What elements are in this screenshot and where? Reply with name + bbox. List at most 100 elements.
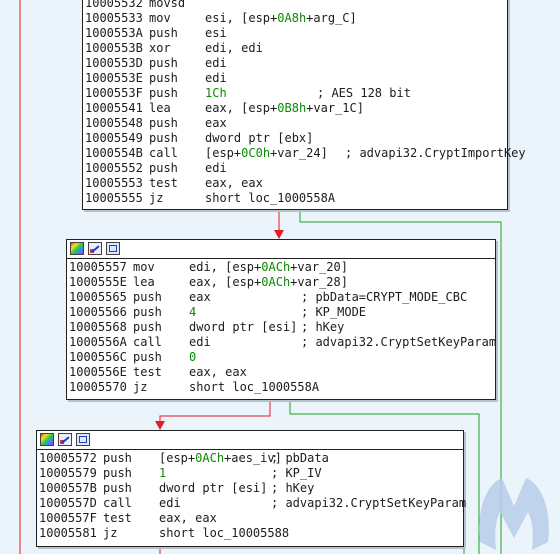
instruction-mnemonic: movsd bbox=[149, 0, 186, 10]
edge-true-block1[interactable] bbox=[299, 209, 502, 554]
instruction-operand[interactable]: eax, [esp+0B8h+var_1C] bbox=[205, 101, 364, 115]
instruction-operand[interactable]: eax bbox=[205, 116, 227, 130]
instruction-address: 1000556E bbox=[69, 365, 127, 379]
instruction-address: 1000555E bbox=[69, 275, 127, 289]
instruction-operand[interactable]: 4 bbox=[189, 305, 197, 319]
instruction-operand[interactable]: eax, eax bbox=[159, 511, 217, 525]
instruction-operand[interactable]: esi bbox=[205, 26, 227, 40]
instruction-operand[interactable]: [esp+0C0h+var_24] bbox=[205, 146, 328, 160]
instruction-mnemonic: test bbox=[103, 511, 132, 525]
instruction-address: 1000557D bbox=[39, 496, 97, 510]
instruction-operand[interactable]: short loc_10005588 bbox=[159, 526, 290, 540]
instruction-mnemonic: mov bbox=[149, 11, 171, 25]
instruction-operand[interactable]: esi, [esp+0A8h+arg_C] bbox=[205, 11, 357, 25]
instruction-mnemonic: test bbox=[149, 176, 178, 190]
instruction-mnemonic: push bbox=[149, 26, 178, 40]
instruction-address: 10005572 bbox=[39, 451, 97, 465]
instruction-mnemonic: push bbox=[103, 481, 132, 495]
instruction-address: 10005553 bbox=[85, 176, 143, 190]
color-palette-icon[interactable] bbox=[70, 242, 84, 255]
instruction-mnemonic: lea bbox=[133, 275, 155, 289]
instruction-address: 10005548 bbox=[85, 116, 143, 130]
rename-pencil-icon[interactable] bbox=[58, 433, 72, 446]
graph-overview-icon[interactable] bbox=[106, 242, 120, 255]
rename-pencil-icon[interactable] bbox=[88, 242, 102, 255]
instruction-comment: ; advapi32.CryptSetKeyParam bbox=[271, 496, 467, 510]
instruction-address: 10005552 bbox=[85, 161, 143, 175]
instruction-operand[interactable]: eax, eax bbox=[205, 176, 263, 190]
instruction-operand[interactable]: edi bbox=[205, 161, 227, 175]
instruction-operand[interactable]: eax, eax bbox=[189, 365, 247, 379]
instruction-operand[interactable]: short loc_1000558A bbox=[189, 380, 320, 394]
instruction-operand[interactable]: dword ptr [esi] bbox=[159, 481, 268, 495]
instruction-operand[interactable]: dword ptr [ebx] bbox=[205, 131, 314, 145]
instruction-operand[interactable]: short loc_1000558A bbox=[205, 191, 336, 205]
instruction-mnemonic: push bbox=[149, 86, 178, 100]
instruction-operand[interactable]: 1 bbox=[159, 466, 167, 480]
instruction-row[interactable]: 1000555E lea eax, [esp+0ACh+var_28] bbox=[67, 275, 495, 290]
instruction-comment: ; AES 128 bit bbox=[317, 86, 411, 100]
instruction-operand[interactable]: 1Ch bbox=[205, 86, 227, 100]
instruction-operand[interactable]: edi bbox=[205, 56, 227, 70]
arrow-head-block2 bbox=[274, 230, 284, 239]
instruction-comment: ; pbData=CRYPT_MODE_CBC bbox=[301, 290, 468, 304]
instruction-operand[interactable]: edi bbox=[189, 335, 211, 349]
instruction-address: 10005581 bbox=[39, 526, 97, 540]
edge-true-block2[interactable] bbox=[289, 399, 480, 554]
color-palette-icon[interactable] bbox=[40, 433, 54, 446]
instruction-row[interactable]: 10005553 test eax, eax bbox=[83, 176, 507, 191]
instruction-operand[interactable]: edi bbox=[159, 496, 181, 510]
instruction-address: 10005565 bbox=[69, 290, 127, 304]
instruction-address: 1000553E bbox=[85, 71, 143, 85]
arrow-head-block3 bbox=[155, 421, 165, 430]
instruction-mnemonic: push bbox=[133, 305, 162, 319]
instruction-mnemonic: push bbox=[103, 466, 132, 480]
instruction-operand[interactable]: [esp+0ACh+aes_iv] bbox=[159, 451, 282, 465]
instruction-mnemonic: push bbox=[133, 320, 162, 334]
instruction-operand[interactable]: edi, [esp+0ACh+var_20] bbox=[189, 260, 348, 274]
instruction-operand[interactable]: edi bbox=[205, 71, 227, 85]
edge-false-block2-block3[interactable] bbox=[159, 399, 271, 422]
instruction-mnemonic: call bbox=[149, 146, 178, 160]
instruction-operand[interactable]: eax bbox=[189, 290, 211, 304]
instruction-operand[interactable]: edi, edi bbox=[205, 41, 263, 55]
instruction-address: 10005568 bbox=[69, 320, 127, 334]
instruction-address: 10005570 bbox=[69, 380, 127, 394]
instruction-operand[interactable]: dword ptr [esi] bbox=[189, 320, 298, 334]
graph-overview-icon[interactable] bbox=[76, 433, 90, 446]
instruction-address: 1000556C bbox=[69, 350, 127, 364]
instruction-operand[interactable]: 0 bbox=[189, 350, 197, 364]
instruction-operand[interactable]: eax, [esp+0ACh+var_28] bbox=[189, 275, 348, 289]
instruction-address: 1000557B bbox=[39, 481, 97, 495]
